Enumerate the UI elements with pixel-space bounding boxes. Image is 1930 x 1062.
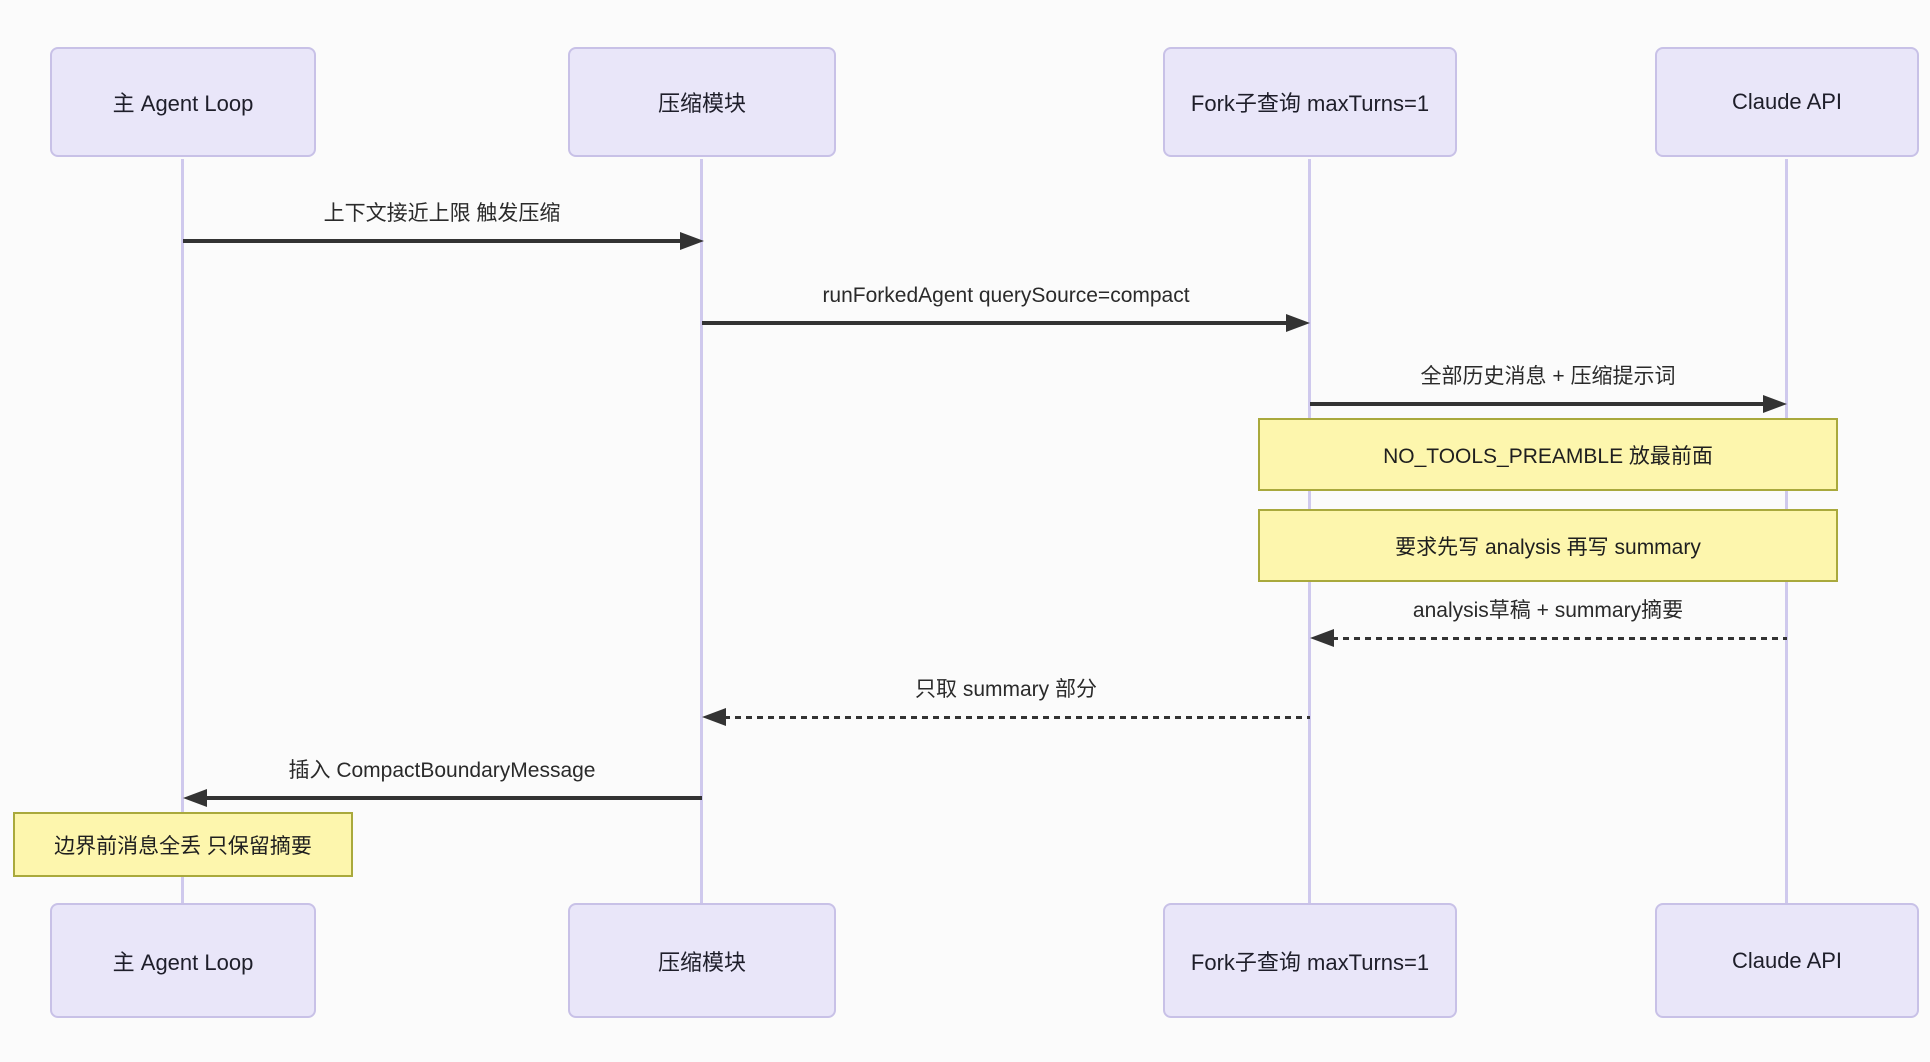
- message-label-insert-boundary: 插入 CompactBoundaryMessage: [288, 759, 596, 782]
- message-line-dashed: [724, 716, 1310, 719]
- actor-top-fork-subquery: Fork子查询 maxTurns=1: [1163, 47, 1457, 157]
- actor-label: 压缩模块: [657, 91, 746, 116]
- message-label-take-summary-only: 只取 summary 部分: [914, 678, 1098, 701]
- actor-bottom-compact-module: 压缩模块: [568, 903, 836, 1018]
- message-label-run-forked-agent: runForkedAgent querySource=compact: [822, 284, 1190, 307]
- note-no-tools-preamble: NO_TOOLS_PREAMBLE 放最前面: [1258, 418, 1838, 491]
- message-line-solid: [183, 239, 680, 243]
- arrowhead-left-icon: [1310, 629, 1334, 647]
- lifeline-compact-module: [700, 159, 703, 905]
- actor-label: Fork子查询 maxTurns=1: [1190, 949, 1430, 975]
- message-line-solid: [1310, 402, 1765, 406]
- actor-bottom-claude-api: Claude API: [1655, 903, 1919, 1018]
- actor-label: Fork子查询 maxTurns=1: [1190, 91, 1430, 116]
- actor-label: Claude API: [1731, 89, 1843, 114]
- message-line-solid: [702, 321, 1288, 325]
- actor-label: 压缩模块: [657, 949, 746, 975]
- message-line-solid: [205, 796, 702, 800]
- arrowhead-left-icon: [702, 708, 726, 726]
- lifeline-main-agent-loop: [181, 159, 184, 905]
- note-label: 要求先写 analysis 再写 summary: [1395, 535, 1701, 559]
- note-label: 边界前消息全丢 只保留摘要: [54, 834, 312, 858]
- message-label-analysis-draft: analysis草稿 + summary摘要: [1412, 599, 1684, 622]
- message-label-trigger-compression: 上下文接近上限 触发压缩: [323, 202, 561, 225]
- actor-top-compact-module: 压缩模块: [568, 47, 836, 157]
- actor-label: 主 Agent Loop: [112, 949, 254, 975]
- actor-bottom-fork-subquery: Fork子查询 maxTurns=1: [1163, 903, 1457, 1018]
- actor-top-main-agent-loop: 主 Agent Loop: [50, 47, 316, 157]
- note-label: NO_TOOLS_PREAMBLE 放最前面: [1383, 444, 1713, 468]
- arrowhead-right-icon: [1763, 395, 1787, 413]
- note-analysis-then-summary: 要求先写 analysis 再写 summary: [1258, 509, 1838, 582]
- message-line-dashed: [1332, 637, 1787, 640]
- arrowhead-right-icon: [680, 232, 704, 250]
- actor-bottom-main-agent-loop: 主 Agent Loop: [50, 903, 316, 1018]
- note-boundary-drop-messages: 边界前消息全丢 只保留摘要: [13, 812, 353, 877]
- actor-top-claude-api: Claude API: [1655, 47, 1919, 157]
- arrowhead-left-icon: [183, 789, 207, 807]
- actor-label: 主 Agent Loop: [112, 91, 254, 116]
- arrowhead-right-icon: [1286, 314, 1310, 332]
- message-label-full-history: 全部历史消息 + 压缩提示词: [1420, 365, 1676, 388]
- actor-label: Claude API: [1731, 947, 1843, 973]
